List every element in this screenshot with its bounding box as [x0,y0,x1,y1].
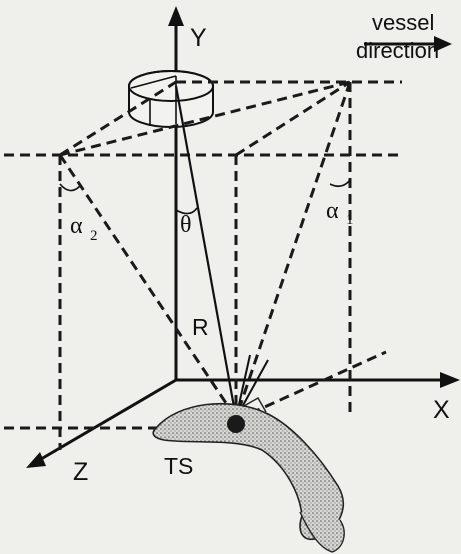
alpha1-beam-line [234,81,352,419]
target-point [227,415,245,433]
top-plane-cross-diagonal [59,80,351,157]
y-axis-label: Y [190,24,207,52]
alpha1-subscript: 1 [346,212,354,228]
alpha1-arc [329,179,351,188]
bottom-plane-diagonal [235,350,387,422]
alpha2-arc [59,183,81,192]
z-axis-label: Z [73,458,88,486]
alpha1-label: α [326,198,339,224]
theta-label: θ [180,212,192,238]
alpha2-label: α [70,213,83,239]
alpha2-subscript: 2 [90,228,98,244]
vessel-direction-label-line1: vessel [372,10,434,35]
target-label: TS [164,453,193,479]
fish-icon [152,397,345,553]
range-line [174,85,238,419]
z-axis-arrowhead-icon [26,452,46,468]
top-plane-left-diagonal [59,80,177,157]
range-label: R [192,314,209,340]
vessel-direction-arrowhead-icon [434,36,452,52]
x-axis-label: X [433,396,450,424]
y-axis-arrowhead-icon [168,6,184,26]
x-axis-arrowhead-icon [440,372,460,388]
alpha2-beam-line [58,154,238,419]
theta-arc [175,207,198,215]
z-axis-line [35,378,177,464]
vessel-direction-label-line2: direction [356,38,439,63]
top-plane-right-diagonal [235,80,351,157]
